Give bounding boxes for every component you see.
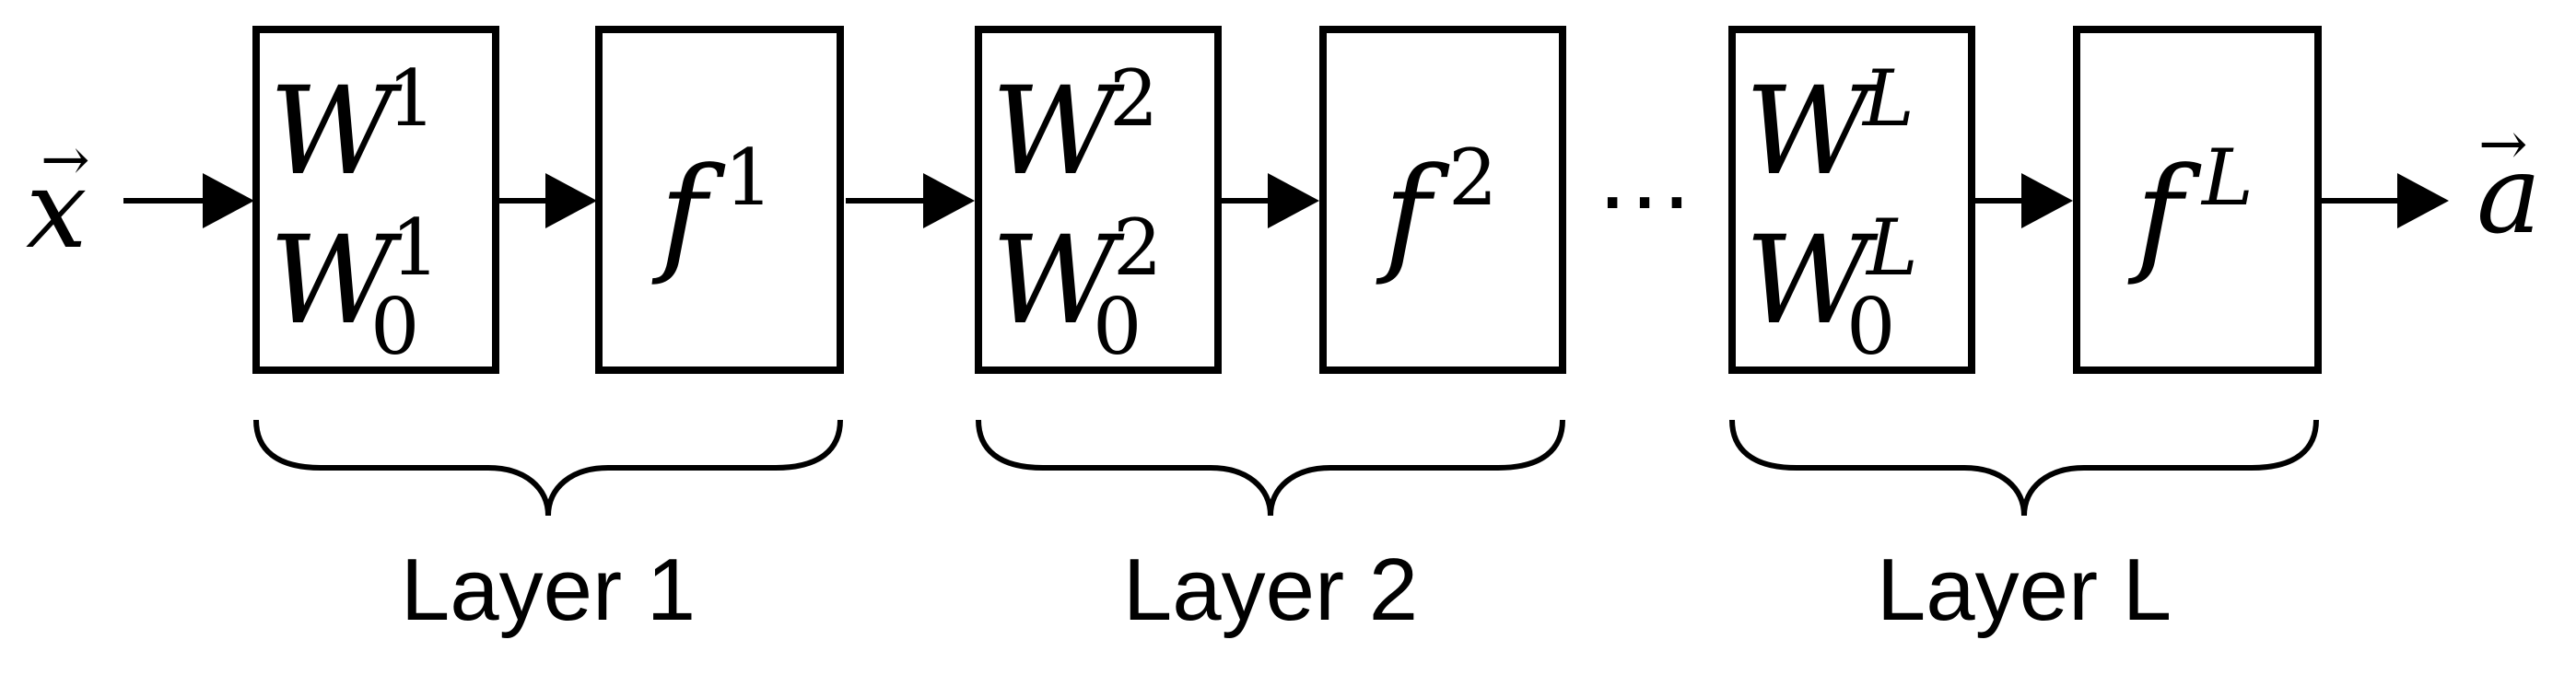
activation-box-layer-2 — [1319, 26, 1566, 374]
layer-2-label: Layer 2 — [1123, 541, 1418, 639]
layer-L-label: Layer L — [1877, 541, 2172, 639]
output-vector: a → — [2476, 111, 2541, 258]
bias-symbol: W — [269, 210, 403, 352]
input-vector: x → — [26, 126, 90, 273]
connection-weightsL-to-activationL — [1973, 173, 2073, 228]
weights-box-layer-1 — [252, 26, 499, 374]
layer-1: W 1 W 0 1 f 1 Layer 1 — [252, 26, 844, 639]
activation-box-layer-1 — [595, 26, 844, 374]
weight-index: 1 — [387, 53, 436, 144]
input-symbol: x — [26, 145, 88, 273]
weight-symbol: W — [1745, 61, 1879, 203]
connection-weights2-to-activation2 — [1220, 173, 1319, 228]
layer-L: W L W 0 L f L Layer L — [1728, 26, 2322, 639]
bias-subscript: 0 — [370, 282, 419, 372]
connection-weights1-to-activation1 — [498, 173, 597, 228]
connection-layerL-to-output — [2322, 173, 2449, 228]
bias-index: L — [1865, 203, 1918, 293]
layer-L-brace — [1729, 419, 2319, 517]
connection-input-to-layer1 — [123, 173, 254, 228]
bias-subscript: 0 — [1846, 282, 1895, 372]
layer-2: W 2 W 0 2 f 2 Layer 2 — [975, 26, 1566, 639]
activation-index: 2 — [1448, 133, 1497, 223]
weights-box-layer-L — [1728, 26, 1975, 374]
weight-symbol: W — [269, 61, 403, 203]
bias-symbol: W — [1745, 210, 1879, 352]
bias-index: 1 — [391, 203, 439, 293]
input-vector-arrow: → — [41, 126, 90, 194]
weights-box-layer-2 — [975, 26, 1222, 374]
bias-index: 2 — [1113, 203, 1162, 293]
activation-index: L — [2200, 133, 2254, 223]
output-vector-arrow: → — [2478, 111, 2528, 179]
connection-layer1-to-layer2 — [846, 173, 975, 228]
activation-box-layer-L — [2073, 26, 2322, 374]
bias-symbol: W — [991, 210, 1125, 352]
weight-index: L — [1861, 53, 1914, 144]
bias-subscript: 0 — [1093, 282, 1142, 372]
layer-1-label: Layer 1 — [401, 541, 696, 639]
weight-index: 2 — [1109, 53, 1158, 144]
output-symbol: a — [2476, 131, 2541, 258]
layer-2-brace — [976, 419, 1565, 517]
activation-index: 1 — [724, 133, 773, 223]
ellipsis: … — [1594, 117, 1695, 230]
weight-symbol: W — [991, 61, 1125, 203]
layer-1-brace — [253, 419, 843, 517]
